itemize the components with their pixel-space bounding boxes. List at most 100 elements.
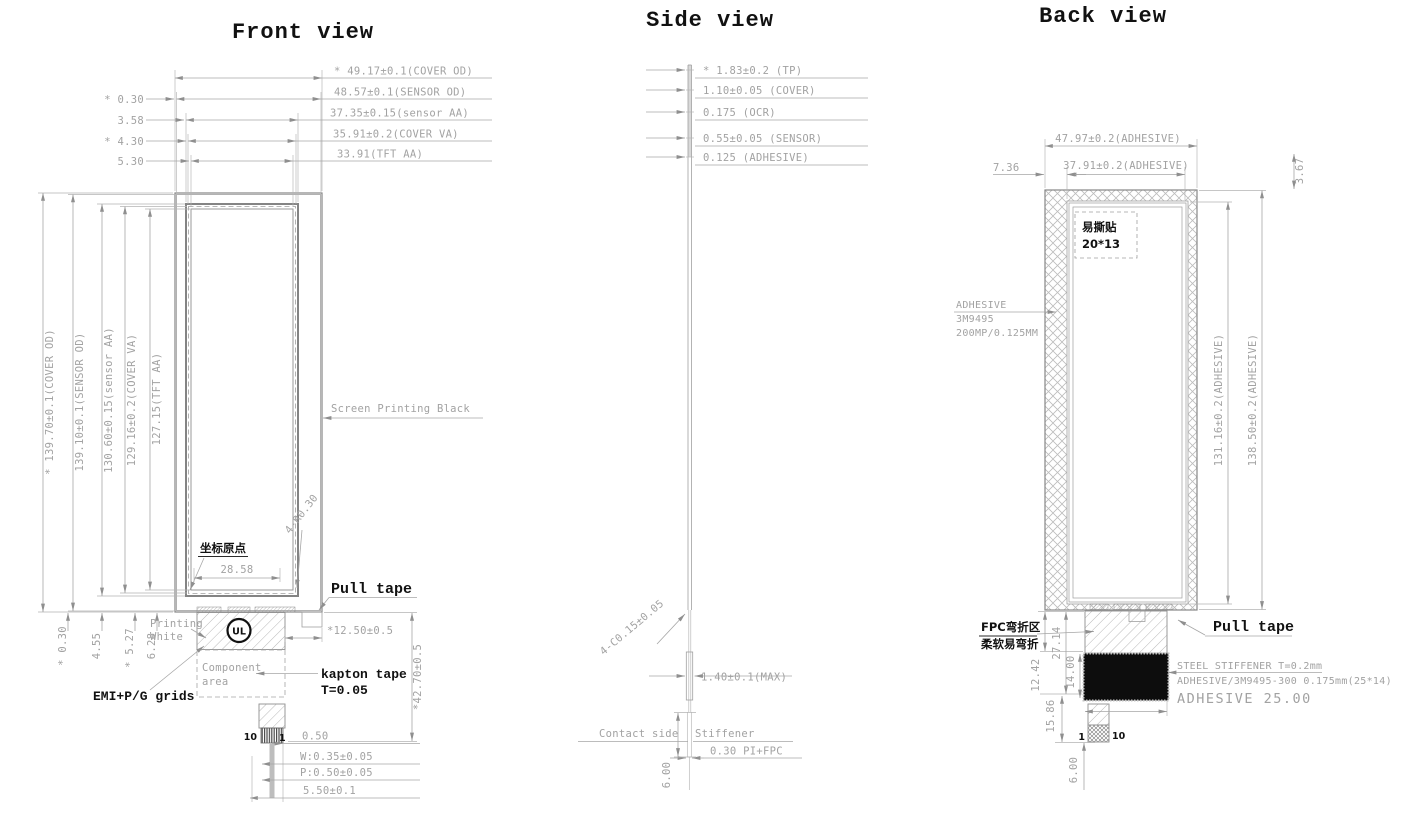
front-cover-va-outline [188, 206, 296, 594]
ul-logo-letters: UL [232, 627, 246, 638]
chamfer-label: 4-C0.15±0.05 [598, 598, 667, 658]
dim-stiffener-offset: 27.14 [1051, 626, 1063, 659]
component-area-label-line2: area [202, 676, 229, 688]
printing-white-callout: Printing White [150, 618, 207, 643]
front-top-dimensions: * 49.17±0.1(COVER OD) 48.57±0.1(SENSOR O… [104, 66, 492, 207]
back-left-dimensions: 12.42 27.14 14.00 15.86 [1030, 611, 1095, 743]
contact-side-labels: Contact side Stiffener [578, 728, 793, 742]
adhesive-width-note: ADHESIVE 25.00 [1177, 691, 1312, 707]
back-inner-frame-2 [1072, 206, 1183, 599]
coordinate-origin-callout: 坐标原点 [189, 541, 248, 591]
printing-white-label-line1: Printing [150, 618, 203, 630]
dim-bend-height: 12.42 [1030, 658, 1042, 691]
ul-logo [226, 617, 252, 644]
back-right-dimensions: 131.16±0.2(ADHESIVE) 138.50±0.2(ADHESIVE… [1190, 190, 1266, 610]
dim-aa-width-label: 28.58 [220, 564, 253, 576]
steel-stiffener-block [1082, 652, 1170, 702]
dim-bottom-offset-0: * 0.30 [57, 626, 69, 666]
dim-connector-2: P:0.50±0.05 [300, 767, 373, 779]
stiffener-note-callout: STEEL STIFFENER T=0.2mm ADHESIVE/3M9495-… [1167, 661, 1392, 707]
fpc-thickness-dimension: 0.30 PI+FPC [670, 746, 802, 760]
adhesive-note-line3: 200MP/0.125MM [956, 328, 1038, 339]
dim-cover-va-height: 129.16±0.2(COVER VA) [126, 334, 138, 466]
dim-stiffener-height: 14.00 [1065, 655, 1077, 688]
dim-band-left: 7.36 [993, 162, 1020, 174]
back-pull-tape-label: Pull tape [1213, 619, 1294, 636]
front-left-dimensions: * 139.70±0.1(COVER OD) 139.10±0.1(SENSOR… [38, 192, 190, 613]
dim-connector-0: 0.50 [302, 731, 329, 743]
dim-connector-1: W:0.35±0.05 [300, 751, 373, 763]
side-profile [685, 64, 694, 790]
dim-bottom-offset-3: 6.28 [146, 633, 158, 660]
fpc-bend-callout: FPC弯折区 柔软易弯折 [979, 620, 1095, 651]
dim-stiffener-thickness-label: 1.40±0.1(MAX) [701, 672, 787, 684]
front-view: Front view UL Component area 10 1 [38, 20, 492, 802]
stiffener-thickness-dimension: 1.40±0.1(MAX) [649, 672, 792, 684]
coordinate-origin-label: 坐标原点 [200, 541, 246, 555]
dim-top-offset-0: * 0.30 [104, 94, 144, 106]
side-stack-dimensions: * 1.83±0.2 (TP) 1.10±0.05 (COVER) 0.175 … [646, 65, 868, 166]
back-top-dimensions: 47.97±0.2(ADHESIVE) 7.36 37.91±0.2(ADHES… [993, 133, 1306, 200]
contact-length-dimension: 6.00 [661, 712, 696, 788]
fpc-bend-label-line1: FPC弯折区 [981, 620, 1041, 634]
dim-sensor-od-height: 139.10±0.1(SENSOR OD) [74, 332, 86, 471]
side-stiffener-profile [685, 651, 694, 701]
dim-adhesive-inner-width: 37.91±0.2(ADHESIVE) [1063, 160, 1189, 172]
tear-sticker-label-line2: 20*13 [1082, 237, 1120, 251]
dim-stack-cover: 1.10±0.05 (COVER) [703, 85, 816, 97]
back-pull-tape-callout: Pull tape [1177, 619, 1294, 637]
dim-cover-od-height: * 139.70±0.1(COVER OD) [44, 329, 56, 475]
dim-top-offset-1: 3.58 [118, 115, 145, 127]
chamfer-callout: 4-C0.15±0.05 [598, 598, 686, 658]
back-panel: 易撕贴 20*13 1 10 [1044, 189, 1198, 743]
front-pull-tape-callout: Pull tape [318, 581, 417, 611]
dim-cover-va-width: 35.91±0.2(COVER VA) [333, 129, 459, 141]
corner-radius-callout: 4-R0.30 [283, 492, 321, 589]
dim-sensor-aa-width: 37.35±0.15(sensor AA) [330, 108, 469, 120]
dim-sensor-od-width: 48.57±0.1(SENSOR OD) [334, 87, 466, 99]
front-connector-dimensions: 0.50 W:0.35±0.05 P:0.50±0.05 5.50±0.1 [249, 731, 420, 802]
kapton-tape-callout: kapton tape T=0.05 [255, 667, 407, 698]
tear-sticker-box [1074, 211, 1138, 259]
kapton-tape-label-line2: T=0.05 [321, 683, 368, 698]
component-area-label-line1: Component [202, 662, 262, 674]
dim-stack-adhesive: 0.125 (ADHESIVE) [703, 152, 809, 164]
dim-connector-offset: 15.86 [1045, 699, 1057, 732]
emi-grids-label: EMI+P/G grids [93, 689, 195, 704]
dim-stack-ocr: 0.175 (OCR) [703, 107, 776, 119]
back-connector-body [1087, 703, 1110, 726]
emi-grids-callout: EMI+P/G grids [93, 645, 205, 704]
screen-printing-label: Screen Printing Black [331, 403, 470, 415]
dim-cover-od-width: * 49.17±0.1(COVER OD) [334, 66, 473, 78]
front-pad-strip [254, 606, 296, 613]
back-tail-dimension: 6.00 [1068, 742, 1086, 790]
stiffener-note-line1: STEEL STIFFENER T=0.2mm [1177, 661, 1322, 672]
front-view-title: Front view [232, 20, 374, 45]
back-inner-frame-1 [1068, 202, 1187, 603]
dim-stack-tp: * 1.83±0.2 (TP) [703, 65, 802, 77]
front-pull-tape-label: Pull tape [331, 581, 412, 598]
front-pad-strip [196, 606, 222, 613]
dim-tft-aa-width: 33.91(TFT AA) [337, 149, 423, 161]
dim-stack-sensor: 0.55±0.05 (SENSOR) [703, 133, 822, 145]
adhesive-inner-outline [1066, 200, 1189, 605]
dim-bottom-offset-1: 4.55 [91, 633, 103, 660]
contact-side-label: Contact side [599, 728, 678, 740]
side-view-title: Side view [646, 8, 774, 33]
back-pin-number-left: 1 [1078, 732, 1085, 743]
adhesive-width-dimension [1084, 701, 1168, 716]
adhesive-note-line2: 3M9495 [956, 314, 994, 325]
tear-sticker-label-line1: 易撕贴 [1082, 220, 1117, 234]
dim-top-offset-2: * 4.30 [104, 136, 144, 148]
dim-fpc-height-label: *42.70±0.5 [412, 644, 424, 710]
back-connector-contacts [1087, 724, 1110, 743]
back-pad-strip [1145, 603, 1173, 610]
dim-top-offset-3: 5.30 [118, 156, 145, 168]
dim-band-top: 3.67 [1294, 158, 1306, 185]
front-pin-number-right: 1 [279, 733, 286, 744]
stiffener-label: Stiffener [695, 728, 755, 740]
fpc-bend-area [1084, 610, 1168, 654]
aa-width-dimension: 28.58 [193, 564, 281, 582]
dim-tail-length: 6.00 [1068, 757, 1080, 784]
